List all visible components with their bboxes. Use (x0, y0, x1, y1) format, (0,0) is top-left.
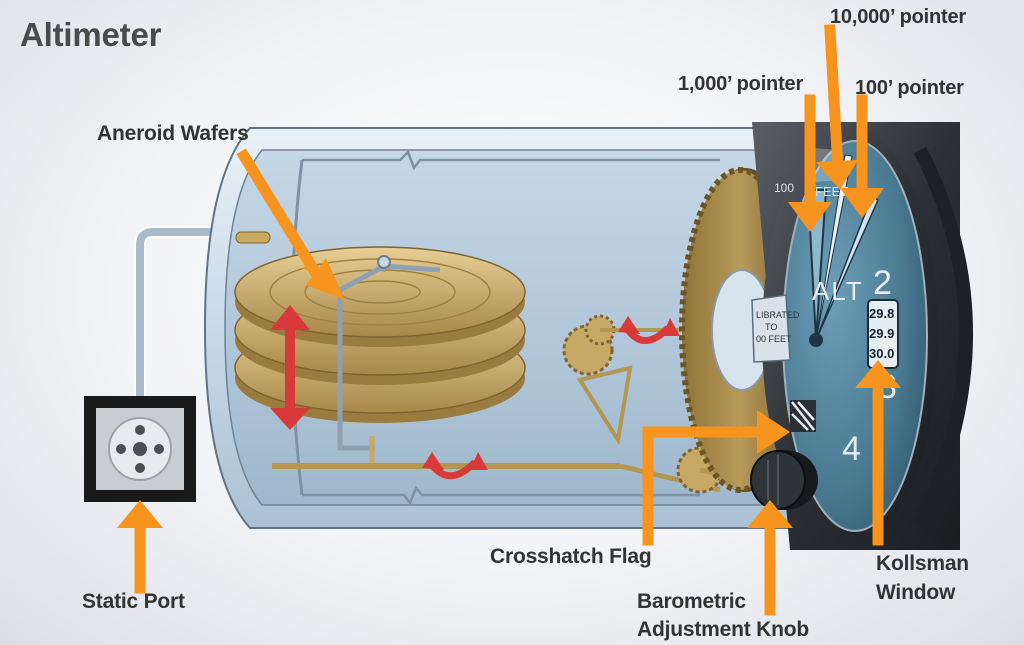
callout-arrows (117, 24, 901, 616)
dial-alt-label: ALT (812, 276, 864, 306)
vertical-double-arrow (270, 305, 310, 430)
dial-texts: 2 3 4 ALT FEET 100 29.8 29.9 30.0 LIBRAT… (756, 181, 897, 468)
label-1000-pointer: 1,000’ pointer (678, 73, 804, 95)
label-100-pointer: 100’ pointer (855, 77, 964, 99)
label-kollsman-line2: Window (876, 581, 956, 604)
label-static-port: Static Port (82, 590, 185, 613)
label-10000-pointer: 10,000’ pointer (830, 6, 966, 28)
static-tube (134, 226, 240, 398)
arrow-barometric-knob (747, 500, 793, 616)
diagram-title: Altimeter (20, 16, 162, 53)
dial-scale-100: 100 (774, 181, 794, 195)
calibration-text-2: TO (765, 322, 777, 332)
red-indicators (270, 305, 680, 480)
arrow-100-pointer (840, 94, 884, 218)
rotation-arrow-upper (618, 316, 680, 344)
arrow-1000-pointer (788, 94, 832, 232)
rotation-arrow-lower (422, 452, 488, 480)
barometric-knob (750, 450, 818, 510)
calibration-text-3: 00 FEET (756, 334, 792, 344)
label-crosshatch-flag: Crosshatch Flag (490, 545, 652, 568)
label-barometric-knob-line2: Adjustment Knob (637, 618, 809, 641)
label-kollsman-line1: Kollsman (876, 552, 969, 575)
arrow-aneroid-wafers (236, 148, 345, 300)
label-barometric-knob-line1: Barometric (637, 590, 746, 613)
pointer-10000-needle (815, 154, 853, 341)
kollsman-value-1: 29.8 (869, 306, 894, 321)
arrow-10000-pointer (816, 24, 858, 190)
arrow-kollsman-window (855, 360, 901, 546)
aneroid-wafers (234, 246, 526, 423)
calibration-text-1: LIBRATED (756, 310, 800, 320)
label-aneroid-wafers: Aneroid Wafers (97, 122, 249, 145)
arrow-static-port (117, 500, 163, 594)
dial-numeral-4: 4 (842, 430, 861, 468)
pointers (806, 154, 879, 347)
kollsman-value-2: 29.9 (869, 326, 894, 341)
dial-numeral-2: 2 (873, 264, 892, 302)
static-port (84, 396, 196, 502)
arrow-crosshatch-flag (642, 410, 790, 546)
kollsman-value-3: 30.0 (869, 346, 894, 361)
